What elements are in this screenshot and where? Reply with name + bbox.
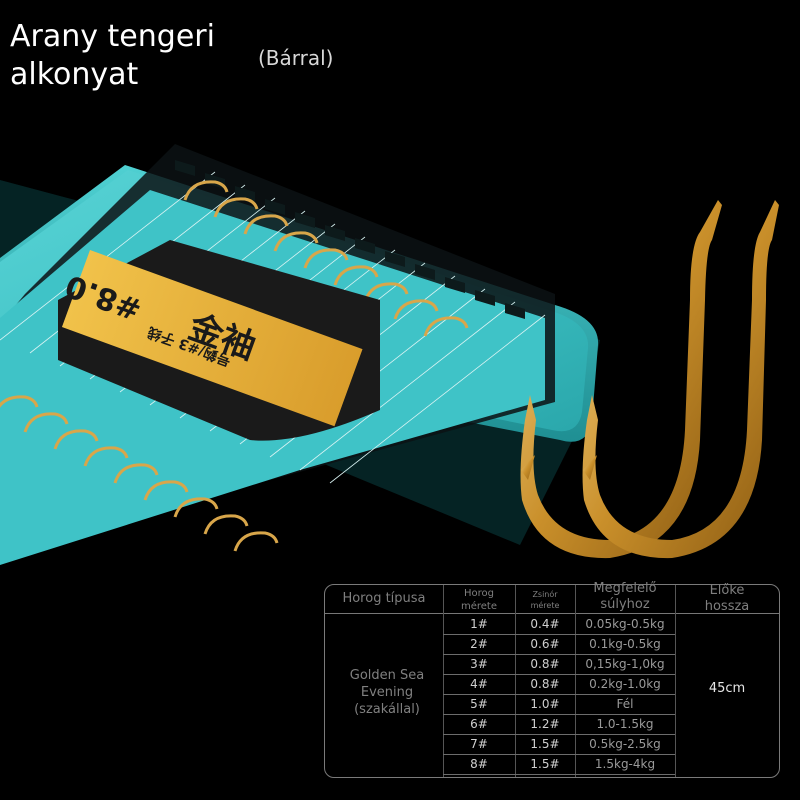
line-size-cell: 0.8# bbox=[530, 657, 560, 671]
table-row: 8# 1.5# 1.5kg-4kg bbox=[443, 755, 675, 775]
small-hook bbox=[423, 316, 469, 337]
row-divider bbox=[443, 714, 675, 715]
leader-length-value: 45cm bbox=[708, 681, 746, 696]
hook-slot bbox=[505, 303, 525, 319]
page-title-text: Arany tengeri alkonyat bbox=[10, 19, 215, 92]
hook-size-cell: 8# bbox=[470, 757, 488, 771]
table-row: 2# 0.6# 0.1kg-0.5kg bbox=[443, 635, 675, 655]
weight-cell: Fél bbox=[616, 697, 634, 711]
hook-slot bbox=[445, 277, 465, 293]
small-hook bbox=[393, 299, 439, 320]
weight-cell: 0.5kg-2.5kg bbox=[589, 737, 661, 751]
table-row: 5# 1.0# Fél bbox=[443, 695, 675, 715]
page-title: Arany tengeri alkonyat bbox=[10, 18, 215, 94]
column-divider bbox=[675, 585, 676, 777]
table-row: 3# 0.8# 0,15kg-1,0kg bbox=[443, 655, 675, 675]
hook-type-value: Golden Sea Evening (szakállal) bbox=[349, 668, 425, 717]
column-divider bbox=[515, 585, 516, 777]
small-hooks bbox=[0, 180, 469, 552]
header-hook-size: Horog mérete bbox=[460, 588, 497, 612]
weight-cell: 0.1kg-0.5kg bbox=[589, 637, 661, 651]
leader-line bbox=[0, 171, 216, 341]
hook-slot bbox=[265, 199, 285, 215]
package-label: #8.0 金袖 号鈎/#3 子线 bbox=[61, 250, 363, 427]
line-size-cell: 1.5# bbox=[530, 737, 560, 751]
row-divider bbox=[443, 634, 675, 635]
line-size-cell: 1.2# bbox=[530, 717, 560, 731]
hook-slot bbox=[235, 186, 255, 202]
hook-slot bbox=[295, 212, 315, 228]
small-hook bbox=[23, 412, 69, 433]
header-weight: Megfelelő súlyhoz bbox=[593, 581, 657, 612]
weight-cell: 0,15kg-1,0kg bbox=[585, 657, 665, 671]
header-divider bbox=[325, 613, 779, 614]
small-hook bbox=[273, 231, 319, 252]
large-hook-right bbox=[582, 200, 779, 559]
table-row: 4# 0.8# 0.2kg-1.0kg bbox=[443, 675, 675, 695]
hook-slot bbox=[355, 238, 375, 254]
line-size-cell: 1.0# bbox=[530, 697, 560, 711]
hook-size-cell: 7# bbox=[470, 737, 488, 751]
line-size-cell: 0.8# bbox=[530, 677, 560, 691]
weight-cell: 0.05kg-0.5kg bbox=[585, 617, 665, 631]
page-subtitle: (Bárral) bbox=[258, 46, 334, 70]
row-divider bbox=[443, 734, 675, 735]
weight-cell: 1.5kg-4kg bbox=[594, 757, 656, 771]
hook-size-cell: 6# bbox=[470, 717, 488, 731]
leader-line bbox=[299, 301, 516, 471]
hook-slot bbox=[325, 225, 345, 241]
small-hook bbox=[243, 214, 289, 235]
header-hook-type: Horog típusa bbox=[342, 591, 426, 606]
leader-line bbox=[329, 314, 546, 484]
table-row: 1# 0.4# 0.05kg-0.5kg bbox=[443, 615, 675, 635]
header-line-size: Zsinór mérete bbox=[530, 590, 560, 610]
small-hook bbox=[363, 282, 409, 303]
column-divider bbox=[443, 585, 444, 777]
small-hook bbox=[333, 265, 379, 286]
small-hook bbox=[183, 180, 229, 201]
spec-table: Horog típusa Horog mérete Zsinór mérete … bbox=[324, 581, 780, 778]
line-size-cell: 0.4# bbox=[530, 617, 560, 631]
large-hook-left bbox=[520, 200, 722, 559]
hook-slot bbox=[385, 251, 405, 267]
hook-slot bbox=[415, 264, 435, 280]
small-hook bbox=[53, 429, 99, 450]
line-size-cell: 1.5# bbox=[530, 757, 560, 771]
hook-size-cell: 2# bbox=[470, 637, 488, 651]
small-hook bbox=[303, 248, 349, 269]
small-hook bbox=[213, 197, 259, 218]
row-divider bbox=[443, 754, 675, 755]
hook-slot bbox=[175, 160, 195, 176]
row-divider bbox=[443, 694, 675, 695]
small-hook bbox=[113, 463, 159, 484]
row-divider bbox=[443, 654, 675, 655]
weight-cell: 1.0-1.5kg bbox=[596, 717, 654, 731]
row-divider bbox=[443, 674, 675, 675]
row-divider bbox=[443, 774, 675, 775]
hook-size-cell: 5# bbox=[470, 697, 488, 711]
table-row: 6# 1.2# 1.0-1.5kg bbox=[443, 715, 675, 735]
small-hook bbox=[0, 395, 39, 408]
column-divider bbox=[575, 585, 576, 777]
table-row: 7# 1.5# 0.5kg-2.5kg bbox=[443, 735, 675, 755]
small-hook bbox=[233, 531, 279, 552]
small-hook bbox=[203, 514, 249, 535]
line-size-cell: 0.6# bbox=[530, 637, 560, 651]
hook-size-cell: 4# bbox=[470, 677, 488, 691]
hook-slot bbox=[475, 290, 495, 306]
hook-size-cell: 3# bbox=[470, 657, 488, 671]
small-hook bbox=[173, 497, 219, 518]
small-hook bbox=[143, 480, 189, 501]
header-leader-length: Előke hossza bbox=[704, 583, 750, 614]
hook-size-cell: 1# bbox=[470, 617, 488, 631]
small-hook bbox=[83, 446, 129, 467]
weight-cell: 0.2kg-1.0kg bbox=[589, 677, 661, 691]
